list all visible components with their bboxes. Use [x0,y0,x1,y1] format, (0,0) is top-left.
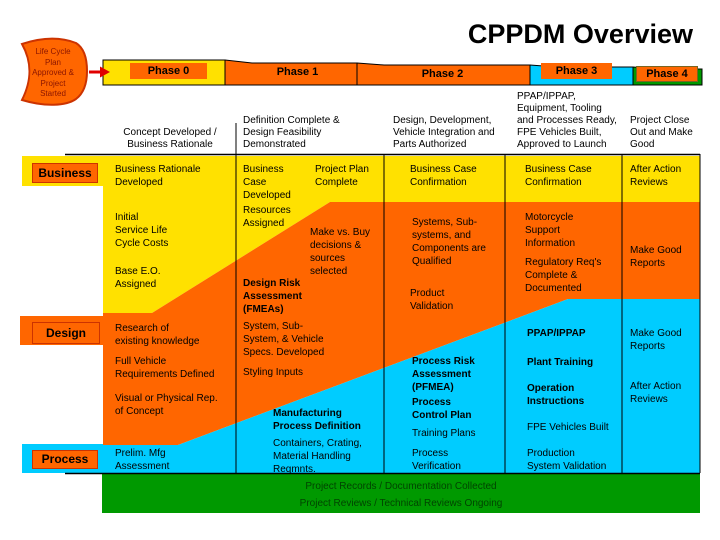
row-label-design: Design [32,322,100,344]
start-arrow-head [100,66,110,78]
cell-base-eo-assigned: Base E.O. Assigned [115,266,161,290]
cell-systems-qualified: Systems, Sub- systems, and Components ar… [412,217,486,267]
cell-full-vehicle-reqs: Full Vehicle Requirements Defined [115,356,215,380]
phase-3-label: Phase 3 [541,63,612,79]
phase-2-label: Phase 2 [421,68,464,80]
cell-styling-inputs: Styling Inputs [243,367,304,378]
phase-4-label: Phase 4 [636,66,698,82]
row-label-business: Business [32,163,98,183]
cell-visual-physical-rep: Visual or Physical Rep. of Concept [115,393,218,417]
cell-mfg-process-definition: Manufacturing Process Definition [273,408,361,432]
column-header-phase-2: Design, Development, Vehicle Integration… [393,115,495,150]
column-header-phase-1: Definition Complete & Design Feasibility… [243,115,340,150]
cell-product-validation: Product Validation [410,288,454,312]
cell-containers-crating: Containers, Crating, Material Handling R… [273,438,362,475]
cell-business-rationale: Business Rationale Developed [115,164,201,188]
cell-make-vs-buy: Make vs. Buy decisions & sources selecte… [310,227,371,277]
cell-training-plans: Training Plans [412,428,476,439]
cell-business-case-confirm-p2: Business Case Confirmation [410,164,477,188]
cell-business-case-confirm-p3: Business Case Confirmation [525,164,592,188]
start-flag-shape [20,37,89,106]
footer-line-reviews: Project Reviews / Technical Reviews Ongo… [299,498,503,509]
region-design-orange [103,202,700,445]
column-header-phase-4: Project Close Out and Make Good [630,115,693,150]
start-flag-label: Life Cycle Plan Approved & Project Start… [32,47,74,98]
cell-make-good-reports-2: Make Good Reports [630,328,682,352]
cell-process-risk-pfmea: Process Risk Assessment (PFMEA) [412,356,475,393]
region-business-yellow [22,156,700,313]
cell-fpe-vehicles-built: FPE Vehicles Built [527,422,609,433]
column-header-phase-0: Concept Developed / Business Rationale [123,127,217,150]
cell-operation-instructions: Operation Instructions [527,383,585,407]
cell-ppap-ippap: PPAP/IPPAP [527,328,586,339]
cell-after-action-reviews-1: After Action Reviews [630,164,682,188]
cell-process-control-plan: Process Control Plan [412,397,472,421]
footer-line-records: Project Records / Documentation Collecte… [305,481,497,492]
cell-resources-assigned: Resources Assigned [243,205,291,229]
column-header-phase-3: PPAP/IPPAP, Equipment, Tooling and Proce… [517,91,617,150]
cell-regulatory-reqs: Regulatory Req's Complete & Documented [525,257,602,294]
cell-process-verification: Process Verification [412,448,461,472]
cell-project-plan-complete: Project Plan Complete [315,164,369,188]
cell-after-action-reviews-2: After Action Reviews [630,381,682,405]
cell-business-case-developed: Business Case Developed [243,164,291,201]
cell-research-existing: Research of existing knowledge [115,323,200,347]
cell-design-risk-fmea: Design Risk Assessment (FMEAs) [243,278,302,315]
cell-prelim-mfg: Prelim. Mfg Assessment [115,448,170,472]
cell-make-good-reports-1: Make Good Reports [630,245,682,269]
cell-plant-training: Plant Training [527,357,594,368]
cell-system-specs: System, Sub- System, & Vehicle Specs. De… [243,321,325,358]
cell-production-system-validation: Production System Validation [527,448,607,472]
phase-1-label: Phase 1 [276,66,319,78]
cell-service-life-costs: Initial Service Life Cycle Costs [115,212,169,249]
row-label-process: Process [32,450,98,469]
phase-0-label: Phase 0 [130,63,207,79]
page-title: CPPDM Overview [467,19,693,49]
region-process-cyan [103,299,700,473]
cell-motorcycle-support: Motorcycle Support Information [525,212,576,249]
footer-bar [102,474,700,513]
